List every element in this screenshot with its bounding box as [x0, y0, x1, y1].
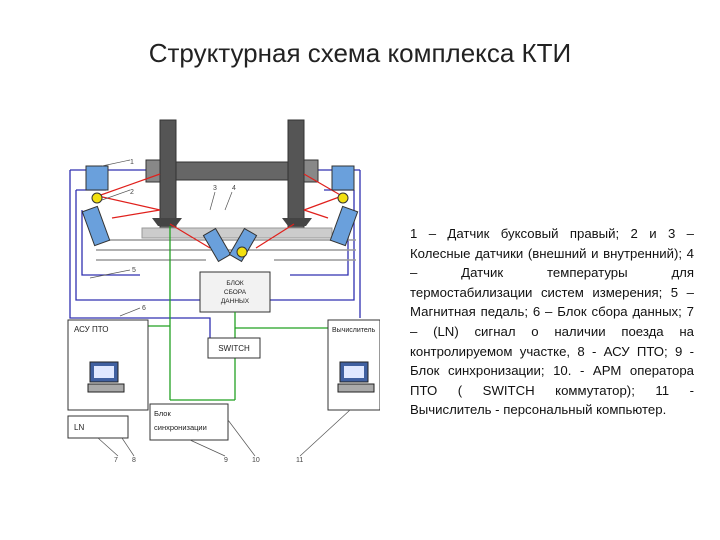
- rails: [141, 218, 333, 239]
- structure-diagram: БЛОК СБОРА ДАННЫХ SWITCH АСУ ПТО Вычисли…: [67, 119, 380, 464]
- num-5: 5: [132, 267, 136, 274]
- num-6: 6: [142, 305, 146, 312]
- red-lines: [97, 173, 343, 249]
- computer-label: Вычислитель: [332, 327, 376, 334]
- num-3: 3: [213, 185, 217, 192]
- sync-label-1: Блок: [154, 409, 171, 418]
- callout-numbers: 1 2 3 4 5 6 7 8 9 10 11: [114, 159, 303, 464]
- data-block-label-1: БЛОК: [226, 280, 244, 287]
- sync-box: Блок синхронизации: [149, 403, 229, 441]
- rail-lines: [96, 239, 356, 261]
- sync-label-2: синхронизации: [154, 423, 207, 432]
- num-8: 8: [132, 457, 136, 464]
- num-11: 11: [296, 457, 303, 464]
- num-2: 2: [130, 189, 134, 196]
- data-block-label-3: ДАННЫХ: [221, 298, 250, 305]
- pointer-lines: [89, 159, 351, 457]
- page-title: Структурная схема комплекса КТИ: [148, 38, 572, 68]
- computer-box: Вычислитель: [327, 319, 380, 411]
- switch-box: SWITCH: [207, 337, 261, 359]
- data-block: БЛОК СБОРА ДАННЫХ: [199, 271, 271, 313]
- wheel-sensors: [202, 227, 258, 263]
- ln-label: LN: [74, 423, 84, 432]
- legend-text: 1 – Датчик буксовый правый; 2 и 3 – Коле…: [410, 226, 694, 418]
- switch-label: SWITCH: [218, 344, 250, 353]
- wheelset: [145, 119, 319, 231]
- sensor-left: [81, 165, 111, 247]
- asu-label: АСУ ПТО: [74, 325, 108, 334]
- sensor-right: [329, 165, 359, 247]
- data-block-label-2: СБОРА: [224, 289, 247, 296]
- asu-box: АСУ ПТО: [67, 319, 149, 411]
- num-1: 1: [130, 159, 134, 166]
- num-4: 4: [232, 185, 236, 192]
- num-7: 7: [114, 457, 118, 464]
- num-10: 10: [252, 457, 260, 464]
- num-9: 9: [224, 457, 228, 464]
- ln-box: LN: [67, 415, 129, 439]
